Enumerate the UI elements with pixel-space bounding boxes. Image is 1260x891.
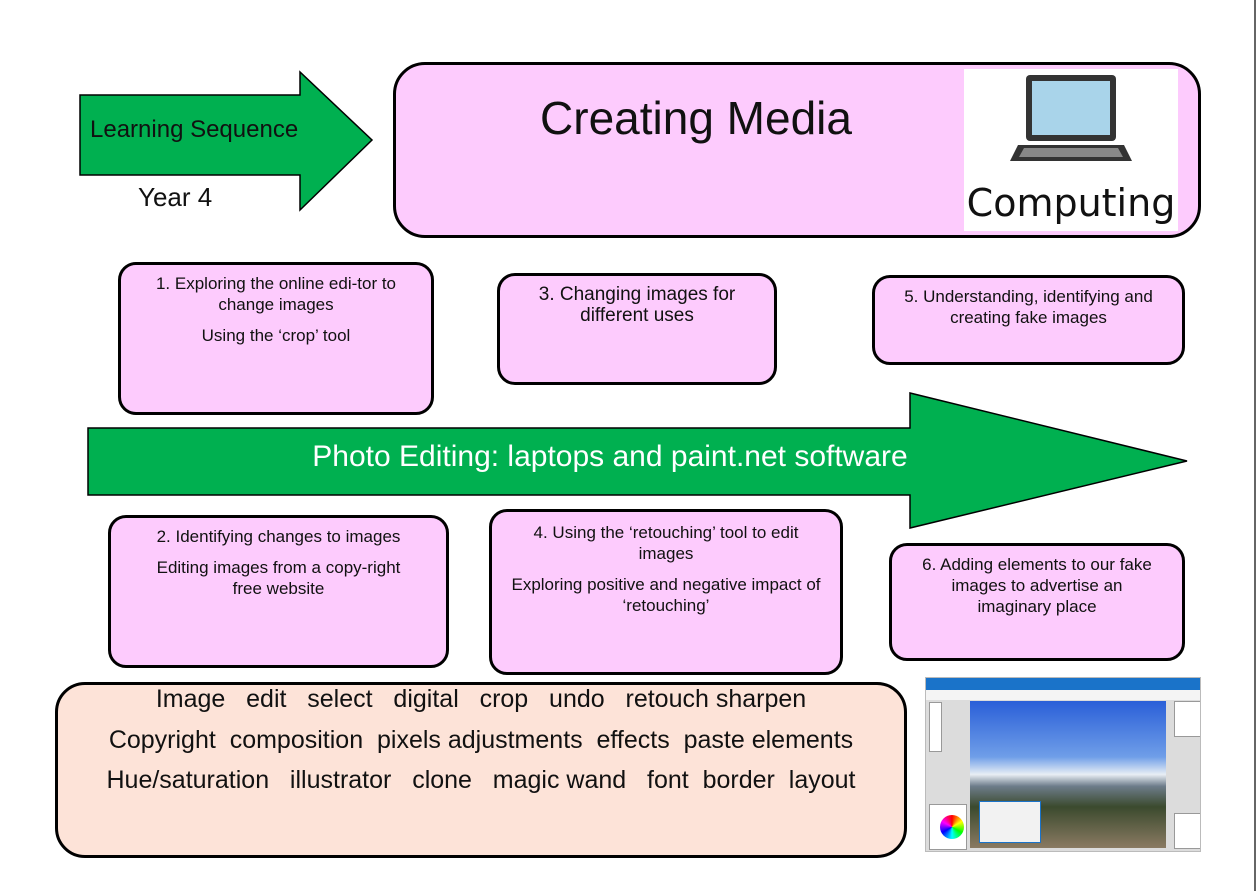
- lesson-2-title: 2. Identifying changes to images: [156, 527, 401, 546]
- lesson-3-title: 3. Changing images for different uses: [538, 284, 736, 326]
- lesson-1-title: 1. Exploring the online edi-tor to chang…: [155, 274, 397, 314]
- lesson-4-title: 4. Using the ‘retouching’ tool to edit i…: [533, 523, 799, 563]
- layers-panel: [1174, 813, 1200, 849]
- vocabulary-row: Hue/saturation illustrator clone magic w…: [106, 766, 856, 794]
- color-wheel-icon: [940, 815, 964, 839]
- vocabulary-box: Image edit select digital crop undo reto…: [55, 682, 907, 858]
- lesson-3-box: 3. Changing images for different uses: [497, 273, 777, 385]
- lesson-2-detail: Editing images from a copy-right free we…: [156, 558, 401, 598]
- lesson-5-box: 5. Understanding, identifying and creati…: [872, 275, 1185, 365]
- year-label: Year 4: [138, 182, 213, 212]
- vocabulary-row: Image edit select digital crop undo reto…: [155, 685, 807, 713]
- learning-sequence-label: Learning Sequence: [90, 116, 299, 143]
- lesson-4-detail: Exploring positive and negative impact o…: [511, 575, 821, 615]
- vocabulary-row: Copyright composition pixels adjustments…: [108, 726, 854, 754]
- history-panel: [1174, 701, 1200, 737]
- computing-logo: Computing: [964, 69, 1178, 231]
- paint-net-screenshot: [925, 677, 1201, 852]
- lesson-2-box: 2. Identifying changes to images Editing…: [108, 515, 449, 668]
- page-title: Creating Media: [540, 92, 852, 144]
- lesson-6-box: 6. Adding elements to our fake images to…: [889, 543, 1185, 661]
- computing-logo-text: Computing: [966, 181, 1176, 225]
- app-titlebar: [926, 678, 1200, 690]
- colors-panel: [929, 804, 967, 850]
- lesson-5-title: 5. Understanding, identifying and creati…: [904, 287, 1153, 327]
- lesson-4-box: 4. Using the ‘retouching’ tool to edit i…: [489, 509, 843, 675]
- tools-panel: [929, 702, 942, 752]
- title-box: Creating Media Computing: [393, 62, 1201, 238]
- laptop-icon: [1010, 75, 1132, 161]
- lesson-1-detail: Using the ‘crop’ tool: [201, 326, 351, 345]
- learning-sequence-arrow: [79, 70, 374, 212]
- app-toolbar: [926, 690, 1200, 700]
- lesson-6-title: 6. Adding elements to our fake images to…: [922, 555, 1152, 616]
- main-arrow-label: Photo Editing: laptops and paint.net sof…: [312, 440, 908, 473]
- page-edge: [1254, 0, 1256, 891]
- dialog-panel: [979, 801, 1041, 843]
- main-arrow: [87, 392, 1188, 529]
- lesson-1-box: 1. Exploring the online edi-tor to chang…: [118, 262, 434, 415]
